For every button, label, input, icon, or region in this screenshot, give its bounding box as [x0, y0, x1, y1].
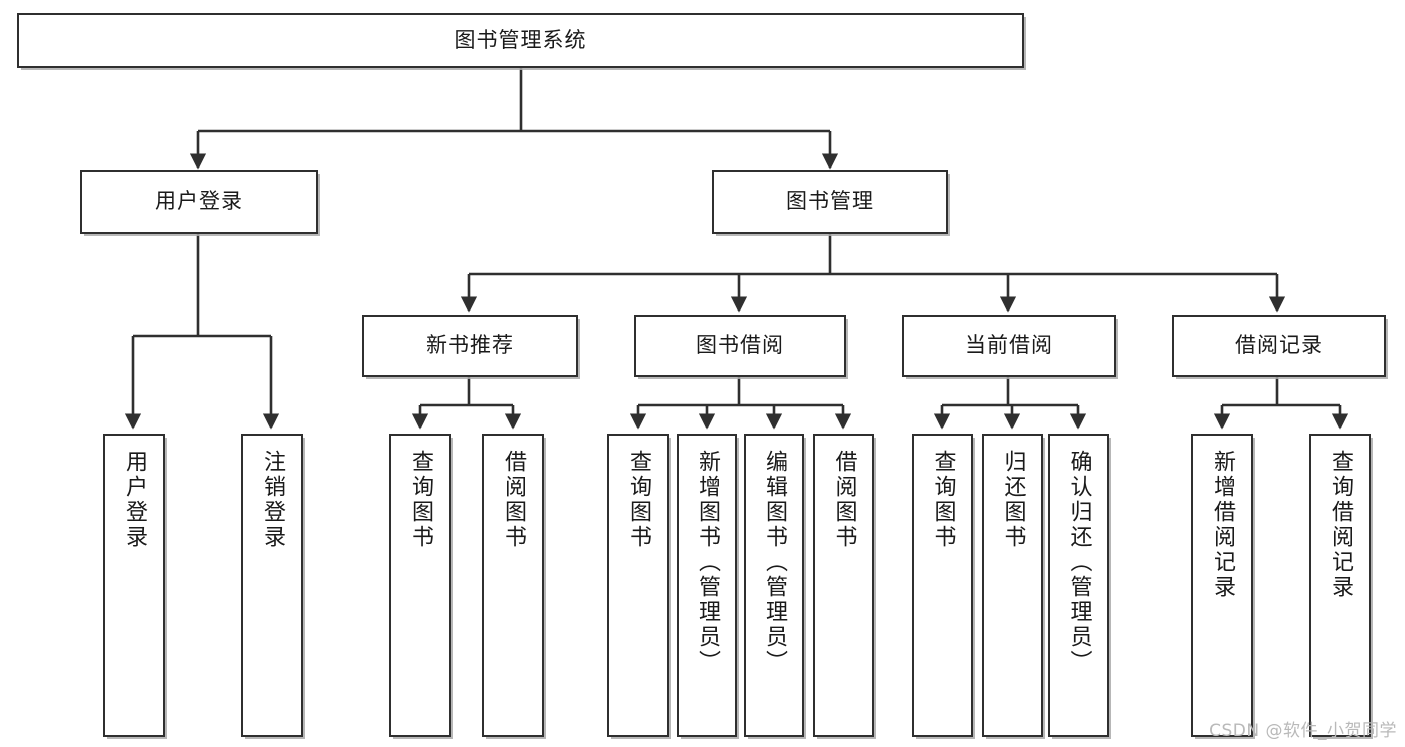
leaf-return-book-label: 归还图书 — [1000, 450, 1026, 550]
leaf-user-login-label: 用户登录 — [122, 450, 147, 550]
leaf-edit-book-admin-label: 编辑图书（管理员） — [762, 450, 787, 675]
node-borrow-records[interactable]: 借阅记录 — [1172, 315, 1386, 377]
leaf-edit-book-admin[interactable]: 编辑图书（管理员） — [744, 434, 804, 737]
leaf-user-login[interactable]: 用户登录 — [103, 434, 165, 737]
node-borrow-records-label: 借阅记录 — [1235, 333, 1323, 358]
leaf-add-book-admin-label: 新增图书（管理员） — [695, 450, 720, 675]
leaf-add-borrow-record[interactable]: 新增借阅记录 — [1191, 434, 1253, 737]
node-user-login-label: 用户登录 — [155, 189, 243, 214]
leaf-return-book[interactable]: 归还图书 — [982, 434, 1043, 737]
node-current-borrow-label: 当前借阅 — [965, 333, 1053, 358]
leaf-borrow-book-newbook-label: 借阅图书 — [501, 450, 526, 550]
node-user-login[interactable]: 用户登录 — [80, 170, 318, 234]
leaf-query-book-current-label: 查询图书 — [930, 450, 956, 550]
node-book-borrow-label: 图书借阅 — [696, 333, 784, 358]
leaf-borrow-book-newbook[interactable]: 借阅图书 — [482, 434, 544, 737]
node-book-management-label: 图书管理 — [786, 189, 874, 214]
leaf-query-borrow-record[interactable]: 查询借阅记录 — [1309, 434, 1371, 737]
leaf-logout[interactable]: 注销登录 — [241, 434, 303, 737]
leaf-logout-label: 注销登录 — [260, 450, 285, 550]
leaf-add-borrow-record-label: 新增借阅记录 — [1210, 450, 1235, 600]
leaf-query-book-borrow[interactable]: 查询图书 — [607, 434, 669, 737]
leaf-confirm-return-admin-label: 确认归还（管理员） — [1066, 450, 1092, 675]
node-new-book-recommend-label: 新书推荐 — [426, 333, 514, 358]
node-root[interactable]: 图书管理系统 — [17, 13, 1024, 68]
node-book-borrow[interactable]: 图书借阅 — [634, 315, 846, 377]
leaf-confirm-return-admin[interactable]: 确认归还（管理员） — [1048, 434, 1109, 737]
leaf-borrow-book-borrow[interactable]: 借阅图书 — [813, 434, 874, 737]
node-new-book-recommend[interactable]: 新书推荐 — [362, 315, 578, 377]
node-book-management[interactable]: 图书管理 — [712, 170, 948, 234]
leaf-query-book-newbook[interactable]: 查询图书 — [389, 434, 451, 737]
node-root-label: 图书管理系统 — [454, 27, 587, 52]
leaf-query-book-current[interactable]: 查询图书 — [912, 434, 973, 737]
node-current-borrow[interactable]: 当前借阅 — [902, 315, 1116, 377]
leaf-borrow-book-borrow-label: 借阅图书 — [831, 450, 857, 550]
leaf-add-book-admin[interactable]: 新增图书（管理员） — [677, 434, 737, 737]
leaf-query-book-newbook-label: 查询图书 — [408, 450, 433, 550]
leaf-query-book-borrow-label: 查询图书 — [626, 450, 651, 550]
leaf-query-borrow-record-label: 查询借阅记录 — [1328, 450, 1353, 600]
